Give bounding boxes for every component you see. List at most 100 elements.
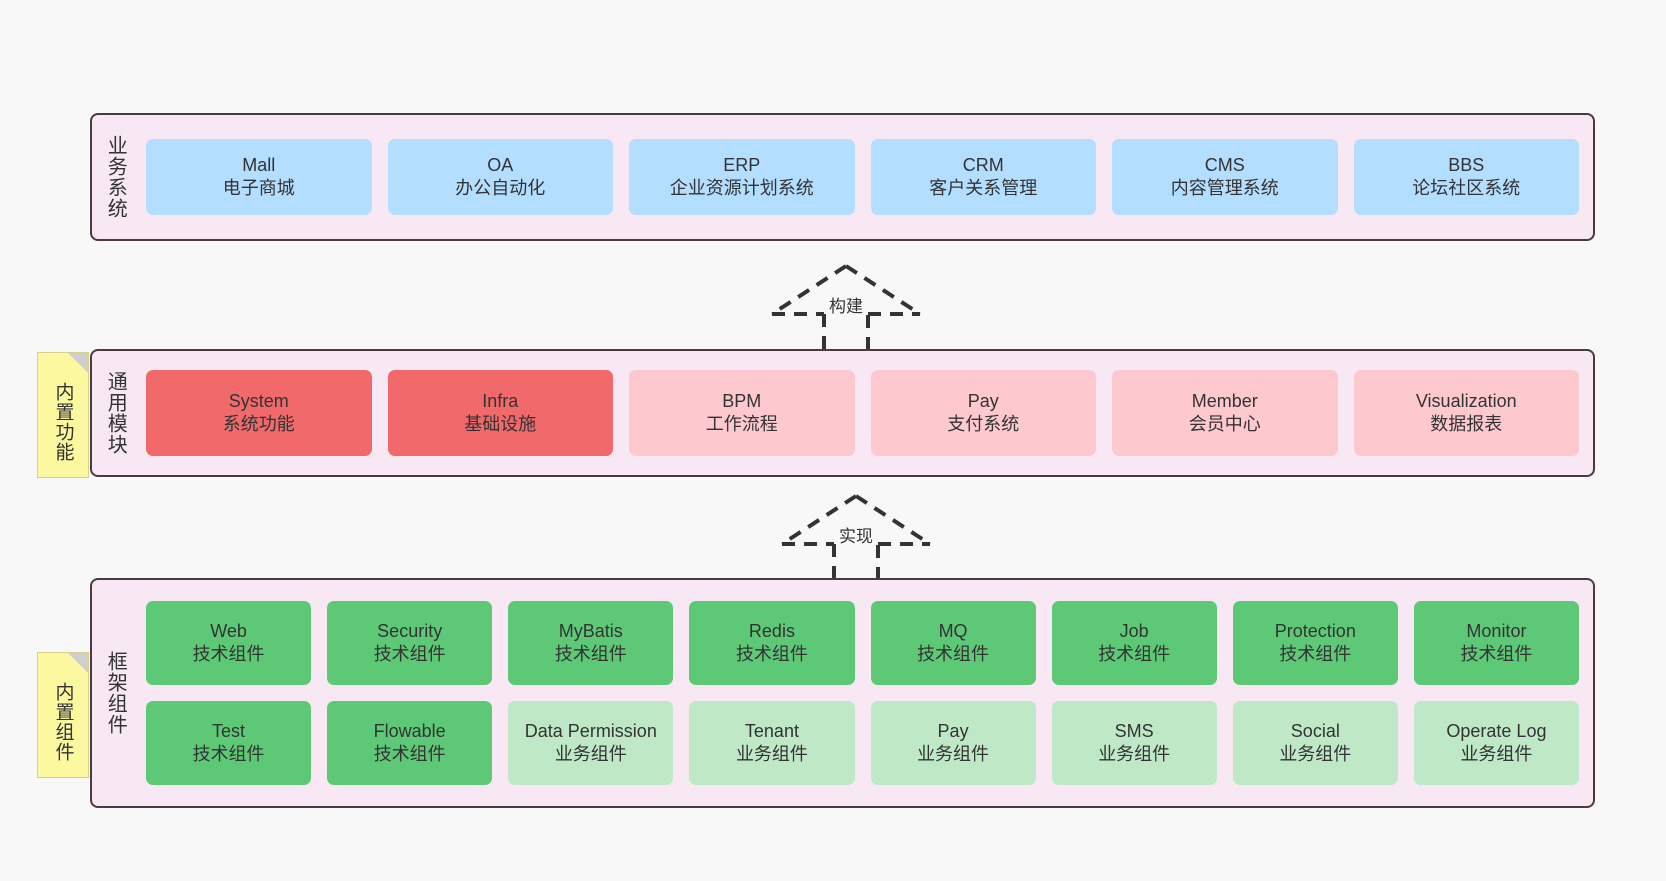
- framework-business-card-row: Test 技术组件 Flowable 技术组件 Data Permission …: [146, 701, 1579, 785]
- card-job[interactable]: Job 技术组件: [1051, 601, 1217, 685]
- card-erp-en: ERP: [723, 154, 761, 175]
- card-flowable[interactable]: Flowable 技术组件: [327, 701, 493, 785]
- card-tenant[interactable]: Tenant 业务组件: [689, 701, 855, 785]
- card-tenant-cn: 业务组件: [735, 744, 808, 764]
- card-oa-cn: 办公自动化: [455, 178, 546, 198]
- card-crm[interactable]: CRM 客户关系管理: [870, 139, 1096, 215]
- implement-arrow-icon: [780, 494, 932, 586]
- card-security-cn: 技术组件: [373, 644, 446, 664]
- card-protection[interactable]: Protection 技术组件: [1232, 601, 1398, 685]
- layer-common-modules: 通用模块 System 系统功能 Infra 基础设施 BPM 工作流程 Pay…: [90, 349, 1595, 477]
- card-social[interactable]: Social 业务组件: [1232, 701, 1398, 785]
- common-modules-card-row: System 系统功能 Infra 基础设施 BPM 工作流程 Pay 支付系统…: [146, 370, 1579, 456]
- card-mybatis-en: MyBatis: [558, 620, 623, 641]
- card-crm-en: CRM: [962, 154, 1004, 175]
- card-mq-cn: 技术组件: [917, 644, 990, 664]
- card-sms[interactable]: SMS 业务组件: [1051, 701, 1217, 785]
- layer-framework-components-body: Web 技术组件 Security 技术组件 MyBatis 技术组件 Redi…: [138, 580, 1593, 806]
- build-arrow-icon: [770, 264, 922, 356]
- layer-business-systems-title: 业务系统: [104, 135, 127, 219]
- card-visualization-en: Visualization: [1415, 390, 1517, 411]
- card-mall[interactable]: Mall 电子商城: [146, 139, 372, 215]
- card-monitor-en: Monitor: [1466, 620, 1527, 641]
- card-infra[interactable]: Infra 基础设施: [387, 370, 613, 456]
- card-social-cn: 业务组件: [1279, 744, 1352, 764]
- card-pay-component-cn: 业务组件: [917, 744, 990, 764]
- card-pay-module-en: Pay: [967, 390, 999, 411]
- card-social-en: Social: [1290, 720, 1340, 741]
- card-cms-en: CMS: [1204, 154, 1245, 175]
- card-job-en: Job: [1119, 620, 1149, 641]
- card-tenant-en: Tenant: [744, 720, 799, 741]
- card-mall-en: Mall: [242, 154, 276, 175]
- card-visualization-cn: 数据报表: [1430, 414, 1503, 434]
- connector-implement-label: 实现: [839, 527, 873, 546]
- card-pay-module-cn: 支付系统: [947, 414, 1020, 434]
- card-test-cn: 技术组件: [192, 744, 265, 764]
- card-member-cn: 会员中心: [1188, 414, 1261, 434]
- card-mq[interactable]: MQ 技术组件: [870, 601, 1036, 685]
- card-bpm[interactable]: BPM 工作流程: [629, 370, 855, 456]
- card-mybatis-cn: 技术组件: [554, 644, 627, 664]
- card-infra-cn: 基础设施: [464, 414, 537, 434]
- note-builtin-component: 内置组件: [37, 652, 89, 778]
- card-job-cn: 技术组件: [1098, 644, 1171, 664]
- card-bbs[interactable]: BBS 论坛社区系统: [1353, 139, 1579, 215]
- card-visualization[interactable]: Visualization 数据报表: [1353, 370, 1579, 456]
- card-protection-cn: 技术组件: [1279, 644, 1352, 664]
- card-redis[interactable]: Redis 技术组件: [689, 601, 855, 685]
- framework-tech-card-row: Web 技术组件 Security 技术组件 MyBatis 技术组件 Redi…: [146, 601, 1579, 685]
- connector-build-label: 构建: [829, 297, 863, 316]
- layer-common-modules-body: System 系统功能 Infra 基础设施 BPM 工作流程 Pay 支付系统…: [138, 351, 1593, 475]
- layer-business-systems: 业务系统 Mall 电子商城 OA 办公自动化 ERP 企业资源计划系统 CRM…: [90, 113, 1595, 241]
- card-bpm-en: BPM: [722, 390, 762, 411]
- card-oa[interactable]: OA 办公自动化: [387, 139, 613, 215]
- connector-build: 构建: [756, 258, 936, 358]
- card-redis-cn: 技术组件: [735, 644, 808, 664]
- card-bbs-en: BBS: [1448, 154, 1485, 175]
- card-data-permission-cn: 业务组件: [554, 744, 627, 764]
- card-cms-cn: 内容管理系统: [1170, 178, 1279, 198]
- card-system-cn: 系统功能: [222, 414, 295, 434]
- note-builtin-function: 内置功能: [37, 352, 89, 478]
- card-protection-en: Protection: [1274, 620, 1356, 641]
- card-sms-en: SMS: [1114, 720, 1154, 741]
- card-web-cn: 技术组件: [192, 644, 265, 664]
- card-erp[interactable]: ERP 企业资源计划系统: [629, 139, 855, 215]
- note-builtin-component-label: 内置组件: [52, 682, 74, 762]
- card-data-permission-en: Data Permission: [524, 720, 657, 741]
- card-data-permission[interactable]: Data Permission 业务组件: [508, 701, 674, 785]
- connector-implement: 实现: [766, 488, 946, 588]
- card-erp-cn: 企业资源计划系统: [669, 178, 814, 198]
- card-flowable-en: Flowable: [373, 720, 446, 741]
- card-pay-module[interactable]: Pay 支付系统: [870, 370, 1096, 456]
- layer-business-systems-body: Mall 电子商城 OA 办公自动化 ERP 企业资源计划系统 CRM 客户关系…: [138, 115, 1593, 239]
- card-web-en: Web: [210, 620, 247, 641]
- business-systems-card-row: Mall 电子商城 OA 办公自动化 ERP 企业资源计划系统 CRM 客户关系…: [146, 139, 1579, 215]
- card-security[interactable]: Security 技术组件: [327, 601, 493, 685]
- card-monitor[interactable]: Monitor 技术组件: [1413, 601, 1579, 685]
- card-member-en: Member: [1191, 390, 1258, 411]
- card-pay-component-en: Pay: [937, 720, 969, 741]
- card-operate-log[interactable]: Operate Log 业务组件: [1413, 701, 1579, 785]
- card-member[interactable]: Member 会员中心: [1112, 370, 1338, 456]
- card-system[interactable]: System 系统功能: [146, 370, 372, 456]
- card-bpm-cn: 工作流程: [705, 414, 778, 434]
- card-crm-cn: 客户关系管理: [929, 178, 1038, 198]
- layer-common-modules-title: 通用模块: [104, 371, 127, 455]
- card-bbs-cn: 论坛社区系统: [1412, 178, 1521, 198]
- card-web[interactable]: Web 技术组件: [146, 601, 312, 685]
- card-redis-en: Redis: [748, 620, 795, 641]
- card-test[interactable]: Test 技术组件: [146, 701, 312, 785]
- card-cms[interactable]: CMS 内容管理系统: [1112, 139, 1338, 215]
- card-security-en: Security: [377, 620, 443, 641]
- note-fold-corner-icon: [68, 653, 88, 673]
- card-pay-component[interactable]: Pay 业务组件: [870, 701, 1036, 785]
- layer-framework-components-title: 框架组件: [104, 651, 127, 735]
- card-mall-cn: 电子商城: [222, 178, 295, 198]
- note-fold-corner-icon: [68, 353, 88, 373]
- card-oa-en: OA: [487, 154, 514, 175]
- card-mybatis[interactable]: MyBatis 技术组件: [508, 601, 674, 685]
- card-test-en: Test: [212, 720, 246, 741]
- card-system-en: System: [228, 390, 289, 411]
